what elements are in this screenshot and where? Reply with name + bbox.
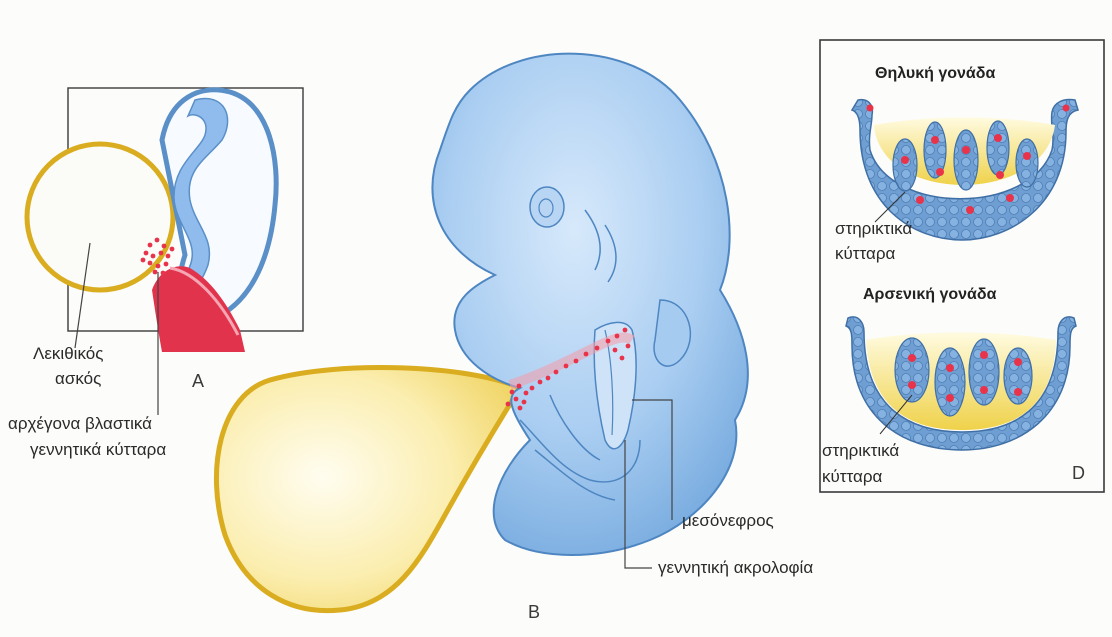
mesonephros-label: μεσόνεφρος	[682, 510, 774, 532]
female-gonad-title: Θηλυκή γονάδα	[875, 63, 995, 85]
genital-ridge-label: γεννητική ακρολοφία	[658, 557, 813, 579]
yolk-sac-label-2: ασκός	[55, 368, 101, 390]
germ-cells-label-1: αρχέγονα βλαστικά	[8, 413, 152, 435]
yolk-sac-outline	[27, 144, 173, 290]
yolk-sac-b	[216, 368, 520, 611]
female-support-label-2: κύτταρα	[835, 243, 895, 265]
panel-b-letter: B	[528, 601, 540, 623]
panel-b	[216, 54, 747, 611]
yolk-sac-label-1: Λεκιθικός	[33, 343, 103, 365]
embryo-eye	[530, 187, 564, 227]
panel-a-letter: A	[192, 370, 204, 392]
germ-cells-label-2: γεννητικά κύτταρα	[30, 439, 166, 461]
female-support-label-1: στηρικτικά	[835, 218, 912, 240]
panel-a	[27, 88, 303, 415]
panel-d-letter: D	[1072, 462, 1085, 484]
panel-d	[820, 40, 1104, 492]
male-support-label-2: κύτταρα	[822, 466, 882, 488]
male-gonad-title: Αρσενική γονάδα	[863, 284, 996, 306]
male-support-label-1: στηρικτικά	[822, 440, 899, 462]
